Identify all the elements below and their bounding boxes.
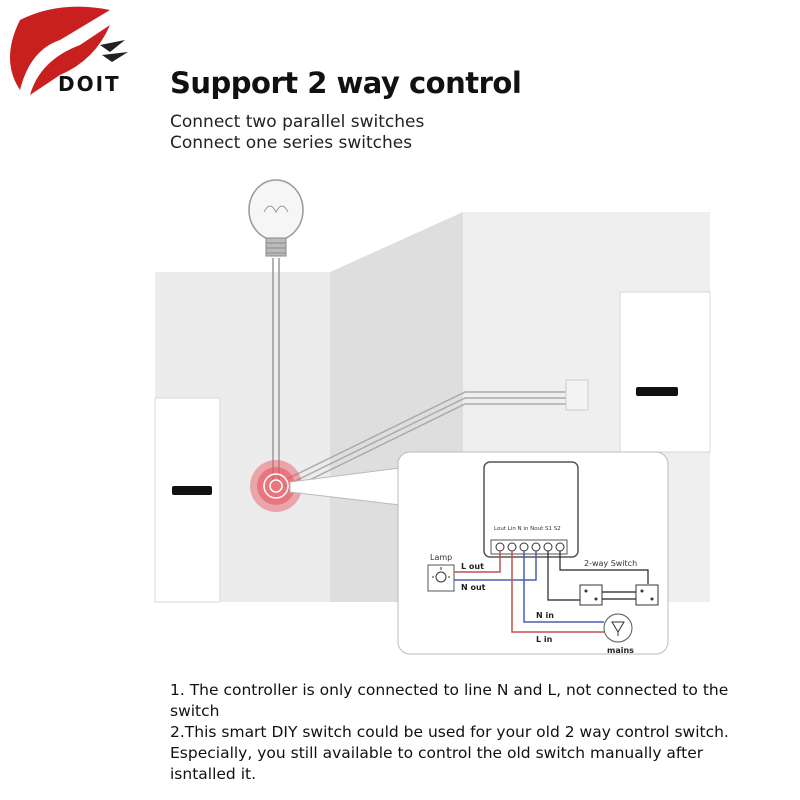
page-title: Support 2 way control	[170, 66, 522, 100]
lightbulb-icon	[248, 179, 304, 257]
note-2: 2.This smart DIY switch could be used fo…	[170, 723, 729, 783]
notes: 1. The controller is only connected to l…	[170, 680, 730, 785]
controller-highlight	[250, 460, 302, 512]
note-1: 1. The controller is only connected to l…	[170, 681, 729, 720]
wall-switch	[565, 379, 589, 411]
n-in-label: N in	[536, 611, 554, 620]
left-door	[154, 397, 221, 603]
mains-label: mains	[607, 646, 634, 655]
subtitle-line-2: Connect one series switches	[170, 133, 413, 153]
l-out-label: L out	[461, 562, 484, 571]
left-door-handle	[172, 486, 212, 495]
brand-name: DOIT	[58, 72, 121, 96]
right-door-handle	[636, 387, 678, 396]
switch-a-icon	[579, 584, 603, 606]
two-way-switch-label: 2-way Switch	[584, 559, 637, 568]
right-door	[619, 291, 711, 453]
switch-b-icon	[635, 584, 659, 606]
subtitle-line-1: Connect two parallel switches	[170, 112, 425, 132]
controller-module	[483, 461, 579, 558]
n-out-label: N out	[461, 583, 486, 592]
doit-logo	[10, 6, 128, 95]
mains-icon	[603, 613, 633, 643]
lamp-label: Lamp	[430, 553, 452, 562]
l-in-label: L in	[536, 635, 553, 644]
module-pin-labels: Lout Lin N in Nout S1 S2	[494, 526, 561, 532]
